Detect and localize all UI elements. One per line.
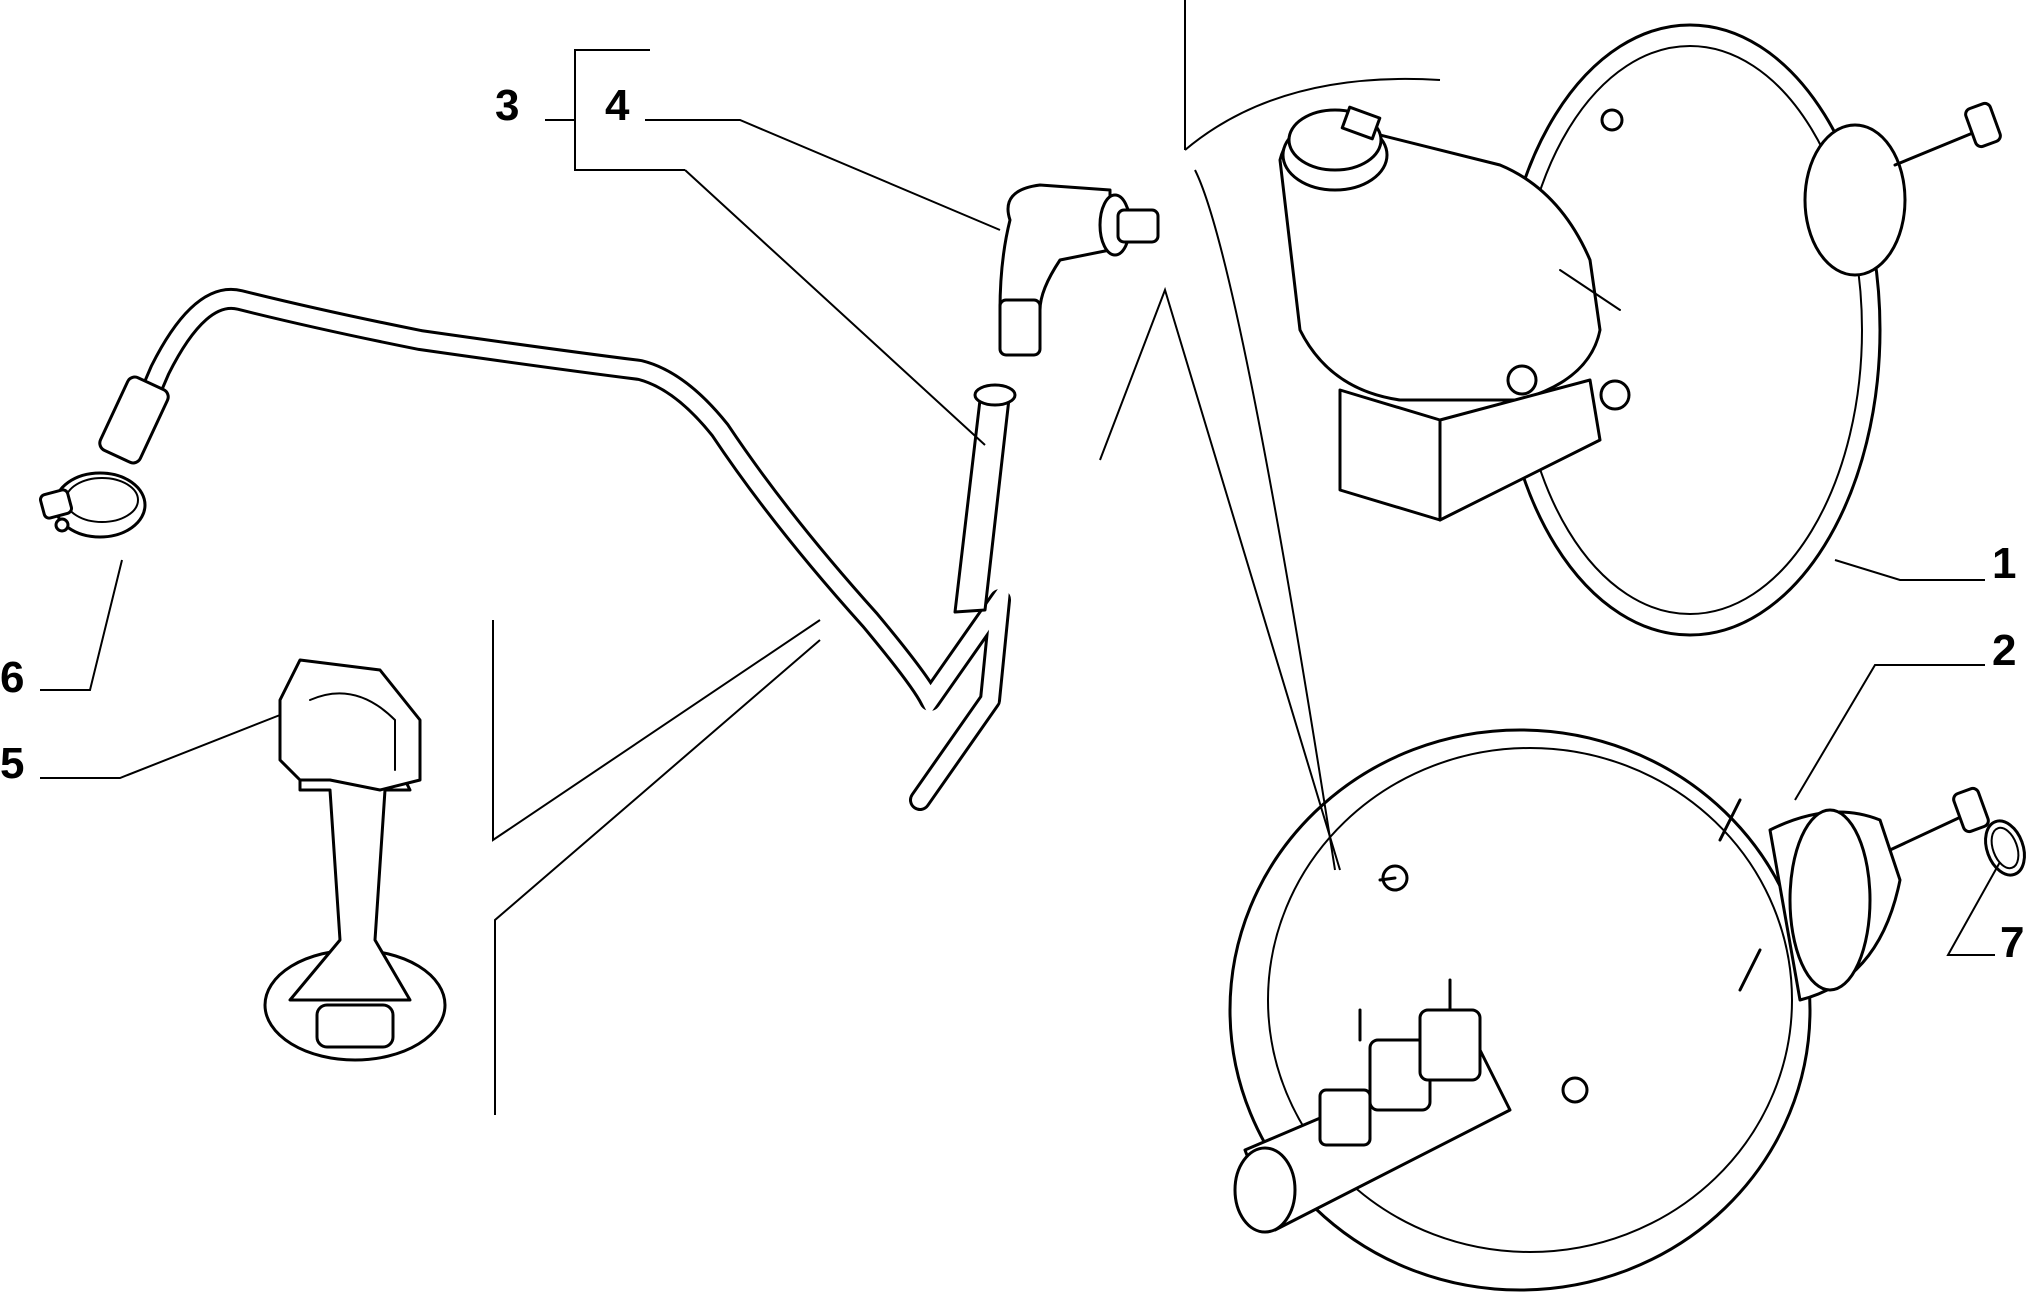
leader-1 — [1834, 559, 1985, 581]
callout-labels: 1 2 3 4 5 6 7 — [0, 81, 2024, 967]
assembly-guide-lines — [492, 0, 1441, 1115]
callout-5: 5 — [0, 739, 24, 788]
leader-7 — [1946, 861, 2001, 956]
leader-6 — [40, 559, 123, 691]
part-2-brake-booster-with-master-cylinder[interactable] — [1228, 728, 1990, 1292]
callout-leaders — [40, 49, 2001, 956]
leader-5 — [40, 714, 281, 779]
callout-3: 3 — [495, 81, 519, 130]
part-7-retaining-ring[interactable] — [1979, 816, 2029, 881]
part-4-elbow-connector[interactable] — [998, 183, 1160, 357]
callout-4: 4 — [605, 81, 630, 130]
part-6-hose-clamp[interactable] — [38, 471, 147, 539]
part-5-hose-bracket[interactable] — [263, 658, 447, 1062]
leader-3-to-hose — [684, 169, 986, 446]
part-3-vacuum-hose[interactable] — [97, 287, 1017, 811]
bracket-3-4 — [574, 49, 685, 171]
part-1-brake-booster-with-reservoir[interactable] — [1278, 23, 2002, 637]
callout-7: 7 — [2000, 918, 2024, 967]
callout-2: 2 — [1992, 626, 2016, 675]
callout-6: 6 — [0, 653, 24, 702]
callout-1: 1 — [1992, 539, 2016, 588]
leader-4 — [645, 119, 1001, 231]
leader-2 — [1794, 664, 1985, 801]
